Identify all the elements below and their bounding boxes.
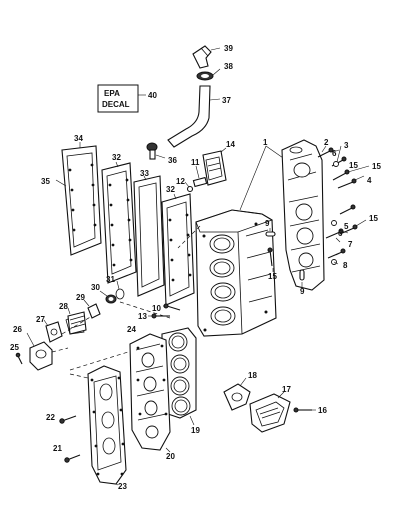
spring-28 [65, 307, 87, 335]
callout-40: 40 [148, 91, 157, 100]
callout-14: 14 [226, 140, 235, 149]
callout-13: 13 [138, 312, 147, 321]
callout-31: 31 [106, 275, 115, 284]
screw-25 [15, 352, 23, 365]
hose-fitting-39 [192, 45, 221, 69]
head-cover-23 [87, 365, 127, 486]
callout-labels: 39 38 40 37 34 14 1 2 3 32 36 6 15 15 11… [10, 44, 381, 491]
screw-21 [64, 454, 81, 463]
epa-decal-line2: DECAL [102, 100, 130, 109]
thermostat-housing-26 [26, 332, 53, 371]
callout-38: 38 [224, 62, 233, 71]
seal-30 [99, 290, 117, 304]
callout-23: 23 [118, 482, 127, 491]
epa-decal: EPA DECAL [97, 84, 146, 113]
callout-11: 11 [191, 158, 200, 167]
callout-39: 39 [224, 44, 233, 53]
callout-6-lower: 6 [338, 229, 343, 238]
cover-plate-32-upper [101, 161, 137, 284]
callout-21: 21 [53, 444, 62, 453]
cylinder-block [195, 209, 277, 337]
callout-32-upper: 32 [112, 153, 121, 162]
module-14 [202, 147, 227, 186]
sensor-11 [192, 165, 208, 188]
washer-12 [184, 181, 194, 193]
callout-15-c: 15 [369, 214, 378, 223]
callout-3: 3 [344, 141, 349, 150]
callout-15-d: 15 [268, 272, 277, 281]
screw-16 [293, 407, 316, 413]
callout-22: 22 [46, 413, 55, 422]
callout-16: 16 [318, 406, 327, 415]
callout-32-lower: 32 [166, 185, 175, 194]
epa-decal-line1: EPA [104, 89, 120, 98]
callout-34: 34 [74, 134, 83, 143]
callout-6-upper: 6 [332, 149, 337, 158]
callout-20: 20 [166, 452, 175, 461]
crankcase-half [281, 139, 325, 291]
gasket-27 [43, 319, 63, 343]
screw-36 [146, 142, 166, 160]
callout-12: 12 [176, 177, 185, 186]
ring-31 [115, 280, 125, 300]
callout-25: 25 [10, 343, 19, 352]
cover-18 [223, 377, 251, 411]
callout-26: 26 [13, 325, 22, 334]
callout-5: 5 [344, 222, 349, 231]
bracket-17 [249, 391, 291, 433]
callout-15-b: 15 [372, 162, 381, 171]
callout-4: 4 [367, 176, 372, 185]
callout-19: 19 [191, 426, 200, 435]
cylinder-head-20 [129, 333, 171, 453]
callout-2: 2 [324, 138, 329, 147]
hose-37 [167, 85, 221, 148]
callout-37: 37 [222, 96, 231, 105]
screw-13 [148, 313, 170, 319]
callout-9-lower: 9 [300, 287, 305, 296]
screw-22 [59, 415, 77, 424]
thermostat-29 [83, 299, 101, 319]
callout-8: 8 [343, 261, 348, 270]
head-gasket-19 [161, 327, 197, 426]
callout-7: 7 [348, 240, 353, 249]
callout-15-a: 15 [349, 161, 358, 170]
callout-24: 24 [127, 325, 136, 334]
cover-plate-32-lower [161, 193, 195, 306]
callout-9-upper: 9 [265, 219, 270, 228]
callout-27: 27 [36, 315, 45, 324]
crankcase-bolts [317, 145, 370, 265]
hose-clamp-38 [196, 68, 221, 81]
screw-10 [163, 303, 181, 311]
callout-18: 18 [248, 371, 257, 380]
callout-17: 17 [282, 385, 291, 394]
gasket-34 [55, 142, 102, 256]
callout-36: 36 [168, 156, 177, 165]
callout-1: 1 [263, 138, 268, 147]
callout-33: 33 [140, 169, 149, 178]
gasket-33 [133, 175, 165, 297]
callout-30: 30 [91, 283, 100, 292]
dowel-pins-9 [265, 228, 305, 288]
callout-28: 28 [59, 302, 68, 311]
assembly-guide-lines [51, 225, 201, 379]
callout-29: 29 [76, 293, 85, 302]
callout-10: 10 [152, 304, 161, 313]
callout-35: 35 [41, 177, 50, 186]
